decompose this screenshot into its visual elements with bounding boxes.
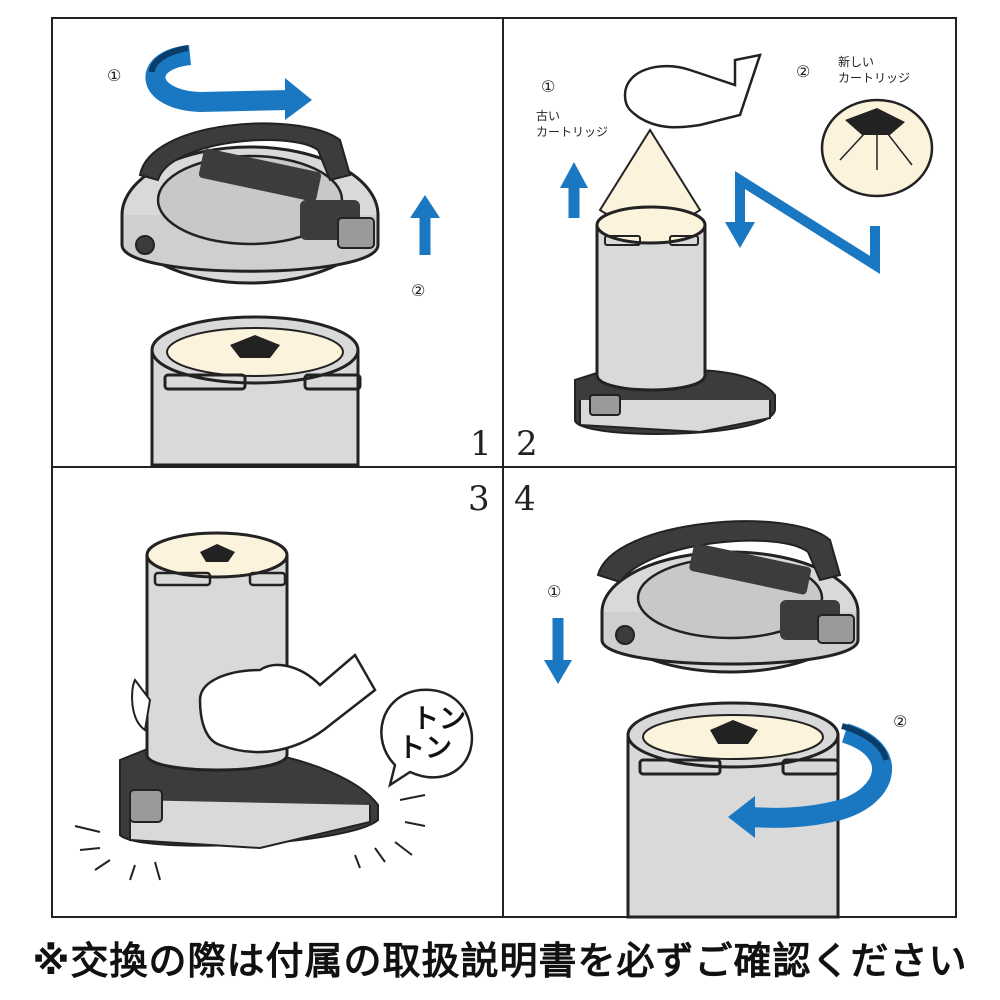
pull-up-arrow-icon [560, 162, 588, 218]
panel-4-step-1: ① [547, 582, 561, 601]
panel-2-step-2: ② [796, 62, 810, 81]
sound-bubble: トン トン [380, 688, 474, 788]
container-illustration [150, 315, 362, 467]
tap-base-illustration [119, 746, 379, 850]
lower-down-arrow-icon [544, 618, 572, 684]
panel-1-step-1: ① [107, 66, 121, 85]
old-cartridge-label-line2: カートリッジ [536, 125, 608, 139]
rotate-arrow-icon [145, 45, 312, 120]
panel-4: 4 ① [514, 479, 907, 919]
base-container-illustration [574, 205, 776, 435]
sound-effect-line1: トン [412, 704, 466, 735]
new-cartridge-illustration [820, 98, 934, 198]
panel-2: 2 ① 古い カートリッジ ② 新しい カートリッジ [516, 53, 934, 464]
footer-note: ※交換の際は付属の取扱説明書を必ずご確認ください [32, 939, 968, 983]
panel-1: ① ② 1 [107, 45, 492, 467]
panel-4-step-2: ② [893, 712, 907, 731]
impact-lines [74, 794, 426, 881]
container-illustration [626, 701, 840, 919]
panel-3-number: 3 [468, 479, 490, 519]
sound-effect-line2: トン [398, 733, 452, 764]
hand-icon [623, 53, 762, 129]
tapping-hand-icon [131, 653, 377, 754]
lift-up-arrow-icon [410, 195, 440, 255]
rotate-arrow-icon [728, 723, 892, 838]
panel-2-number: 2 [516, 424, 538, 464]
lid-illustration [120, 122, 380, 285]
panel-1-step-2: ② [411, 281, 425, 300]
panel-2-step-1: ① [541, 77, 555, 96]
panel-4-number: 4 [514, 479, 536, 519]
insert-down-arrow-icon [725, 170, 880, 275]
lid-illustration [596, 520, 860, 674]
panel-1-number: 1 [470, 424, 492, 464]
new-cartridge-label-line2: カートリッジ [838, 71, 910, 85]
old-cartridge-label-line1: 古い [536, 108, 560, 123]
new-cartridge-label-line1: 新しい [838, 54, 874, 69]
panel-3: 3 トン トン [74, 479, 490, 881]
